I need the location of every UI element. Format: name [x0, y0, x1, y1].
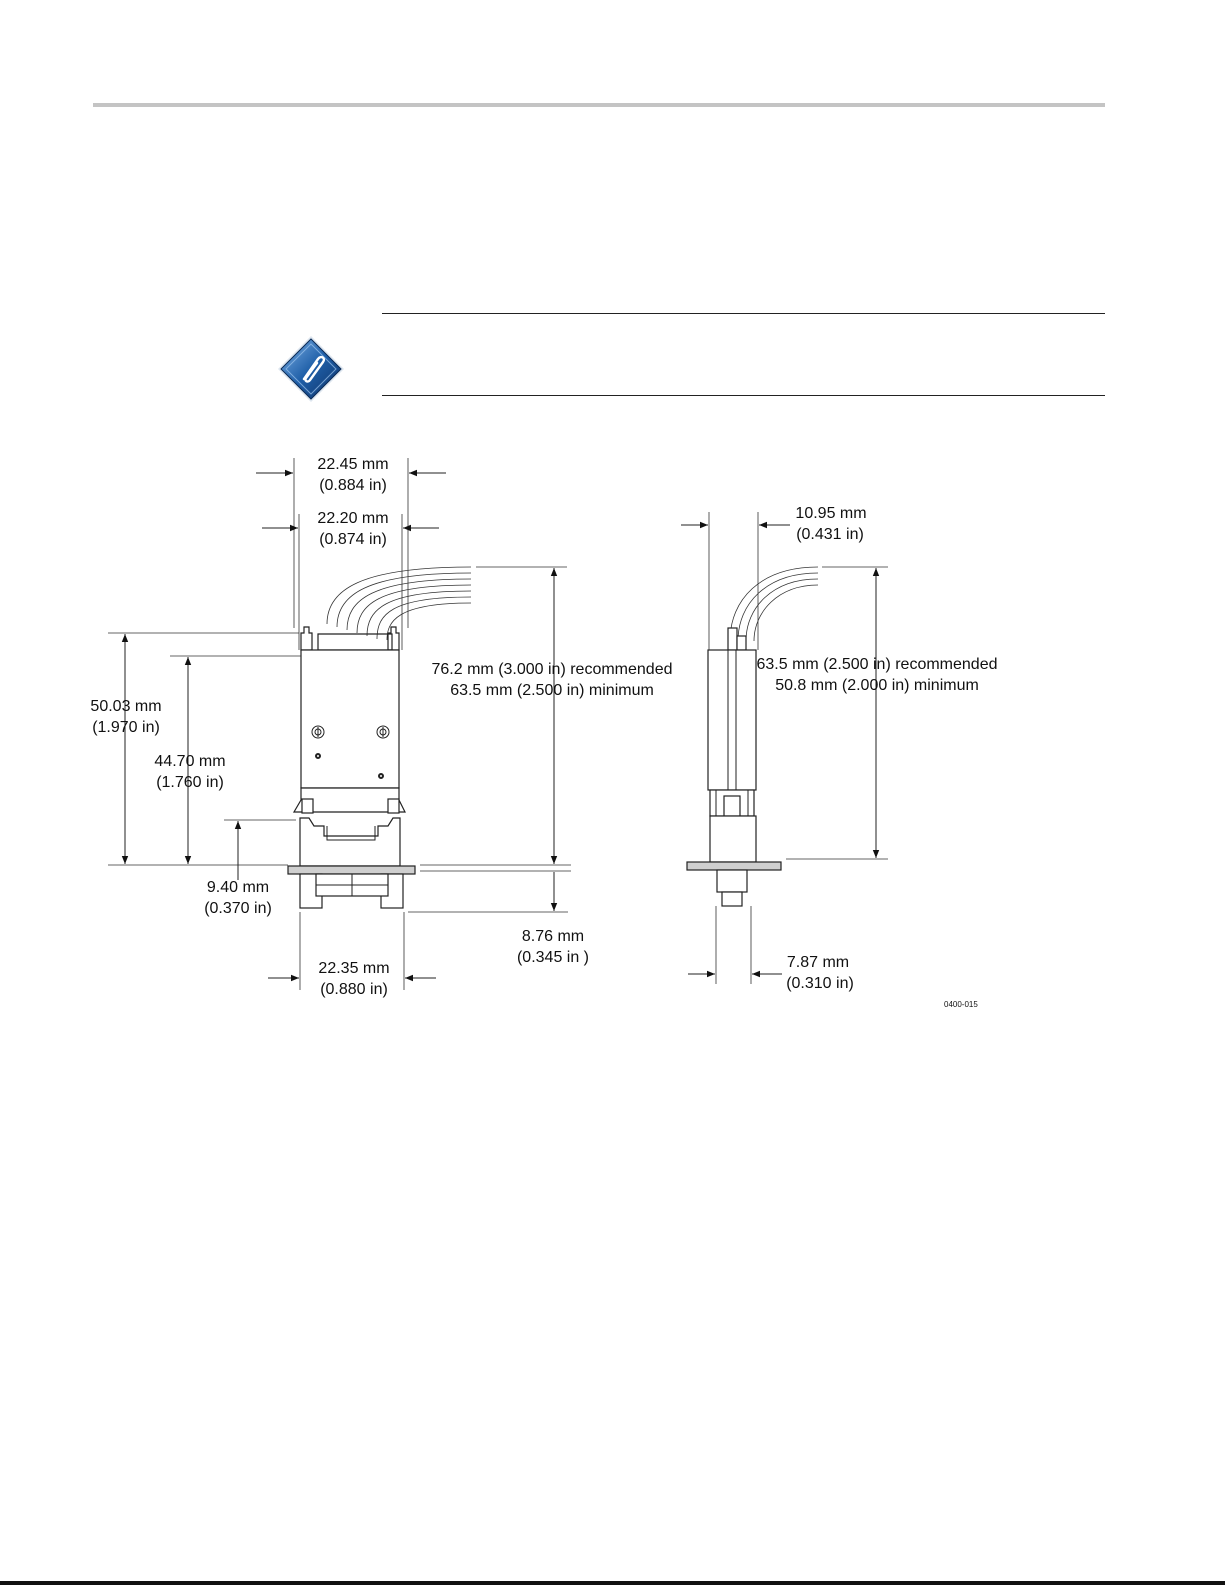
front-height-total-in: (1.970 in) [92, 719, 160, 736]
front-clearance-recommended: 76.2 mm (3.000 in) recommended [432, 661, 673, 678]
front-height-total-mm: 50.03 mm [90, 698, 161, 715]
front-height-body-mm: 44.70 mm [154, 753, 225, 770]
front-height-base-in: (0.370 in) [204, 900, 272, 917]
front-width-top-in: (0.884 in) [319, 477, 387, 494]
front-depth-below-in: (0.345 in ) [517, 949, 589, 966]
side-clearance-minimum: 50.8 mm (2.000 in) minimum [775, 677, 979, 694]
note-paperclip-icon [278, 336, 344, 402]
front-height-base-mm: 9.40 mm [207, 879, 269, 896]
front-body [300, 649, 400, 789]
front-height-body-in: (1.760 in) [156, 774, 224, 791]
note-top-rule [382, 313, 1105, 314]
note-bottom-rule [382, 395, 1105, 396]
side-flange [686, 861, 782, 871]
front-depth-below-mm: 8.76 mm [522, 928, 584, 945]
front-width-bottom-in: (0.880 in) [320, 981, 388, 998]
front-width-inner-mm: 22.20 mm [317, 510, 388, 527]
side-width-bottom-in: (0.310 in) [786, 975, 854, 992]
front-view [108, 458, 571, 990]
figure-id: 0400-015 [944, 1000, 978, 1009]
side-width-top-mm: 10.95 mm [795, 505, 866, 522]
front-flange [287, 865, 416, 875]
side-body [707, 649, 757, 791]
side-width-top-in: (0.431 in) [796, 526, 864, 543]
footer-rule [0, 1581, 1225, 1585]
front-width-top-mm: 22.45 mm [317, 456, 388, 473]
side-clearance-recommended: 63.5 mm (2.500 in) recommended [757, 656, 998, 673]
front-clearance-minimum: 63.5 mm (2.500 in) minimum [450, 682, 654, 699]
header-rule [93, 103, 1105, 107]
side-width-bottom-mm: 7.87 mm [787, 954, 849, 971]
front-width-inner-in: (0.874 in) [319, 531, 387, 548]
side-view [681, 512, 888, 984]
front-width-bottom-mm: 22.35 mm [318, 960, 389, 977]
front-cables [326, 566, 472, 641]
